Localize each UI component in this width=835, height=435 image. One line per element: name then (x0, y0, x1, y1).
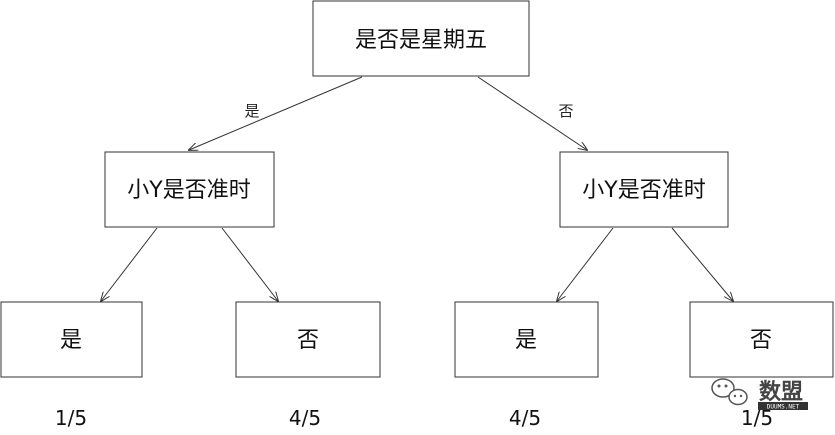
leaf-node-2-label: 否 (297, 328, 319, 353)
edge-right-to-leaf-4 (671, 227, 733, 301)
root-node-label: 是否是星期五 (355, 28, 487, 53)
leaf-node-4: 否 (689, 301, 834, 378)
leaf-node-1: 是 (0, 301, 143, 378)
right-decision-node-label: 小Y是否准时 (582, 178, 705, 203)
edge-root-to-right (477, 76, 587, 150)
watermark-site: DUUMS.NET (767, 404, 800, 411)
leaf-node-4-label: 否 (750, 328, 772, 353)
wechat-icon (711, 378, 748, 406)
leaf-node-1-label: 是 (60, 328, 82, 353)
edge-left-to-leaf-1 (101, 227, 158, 301)
probability-leaf-2: 4/5 (289, 406, 321, 430)
left-decision-node-label: 小Y是否准时 (127, 178, 250, 203)
probability-leaf-3: 4/5 (509, 406, 541, 430)
leaf-node-3: 是 (454, 301, 599, 378)
leaf-node-2: 否 (235, 301, 381, 378)
root-node: 是否是星期五 (312, 0, 530, 77)
left-decision-node: 小Y是否准时 (104, 151, 275, 228)
right-decision-node: 小Y是否准时 (559, 151, 729, 228)
edge-label-yes: 是 (244, 102, 259, 120)
watermark-text: 数盟 (759, 379, 803, 405)
leaf-node-3-label: 是 (515, 328, 537, 353)
edge-right-to-leaf-3 (557, 227, 614, 301)
edge-left-to-leaf-2 (221, 227, 278, 301)
probability-leaf-1: 1/5 (55, 406, 87, 430)
watermark: 数盟 DUUMS.NET (711, 378, 808, 411)
edge-label-no: 否 (558, 102, 573, 120)
edge-root-to-left (189, 76, 363, 150)
